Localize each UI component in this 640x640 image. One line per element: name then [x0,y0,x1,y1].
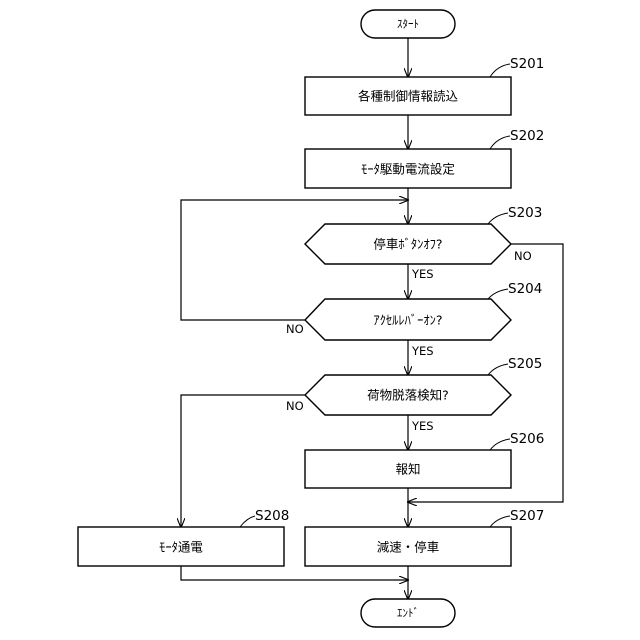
decision-s203: 停車ﾎﾞﾀﾝｵﾌ? S203 YES NO [305,205,542,281]
s201-label: 各種制御情報読込 [358,89,459,104]
s204-yes-label: YES [411,344,434,358]
s208-step: S208 [255,508,289,524]
s203-label: 停車ﾎﾞﾀﾝｵﾌ? [373,237,442,252]
s203-yes-label: YES [411,267,434,281]
s205-yes-label: YES [411,419,434,433]
s206-step: S206 [510,431,544,447]
end-terminal: ｴﾝﾄﾞ [361,599,455,627]
s204-no-label: NO [286,322,304,336]
start-label: ｽﾀｰﾄ [397,18,419,31]
s206-label: 報知 [395,462,420,477]
s201-step: S201 [510,56,544,72]
s203-no-label: NO [514,249,532,263]
end-label: ｴﾝﾄﾞ [397,607,419,620]
edge-s208-merge [181,566,408,580]
s202-label: ﾓｰﾀ駆動電流設定 [361,162,455,177]
s205-step: S205 [508,356,542,372]
s207-step: S207 [510,508,544,524]
s205-label: 荷物脱落検知? [367,388,449,403]
s207-label: 減速・停車 [377,540,440,555]
process-s208: ﾓｰﾀ通電 S208 [78,508,289,566]
start-terminal: ｽﾀｰﾄ [361,10,455,38]
process-s206: 報知 S206 [305,431,544,488]
process-s202: ﾓｰﾀ駆動電流設定 S202 [305,128,544,188]
decision-s205: 荷物脱落検知? S205 YES NO [286,356,542,433]
decision-s204: ｱｸｾﾙﾚﾊﾞｰｵﾝ? S204 YES NO [286,281,542,358]
s204-label: ｱｸｾﾙﾚﾊﾞｰｵﾝ? [373,313,442,328]
process-s207: 減速・停車 S207 [305,508,544,566]
s208-label: ﾓｰﾀ通電 [159,540,203,555]
s202-step: S202 [510,128,544,144]
s205-no-label: NO [286,399,304,413]
process-s201: 各種制御情報読込 S201 [305,56,544,115]
s203-step: S203 [508,205,542,221]
s204-step: S204 [508,281,542,297]
